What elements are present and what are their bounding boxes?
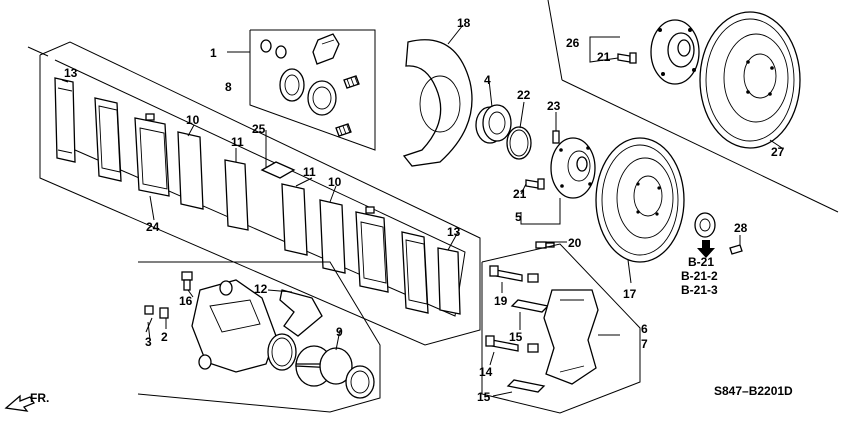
diagram-code: S847–B2201D: [714, 384, 793, 398]
pad-kit-box: [249, 29, 376, 151]
caliper-assembly: [137, 261, 381, 413]
callout-16: 16: [179, 294, 193, 308]
knuckle-parts: [402, 39, 560, 167]
callout-28: 28: [734, 221, 748, 235]
callouts: 1 2 3 4 5 6 7 8 9 10 10 11 11 12 13 13 1…: [64, 16, 785, 404]
callout-20: 20: [568, 236, 582, 250]
pad-set-frame: [39, 41, 481, 346]
callout-5: 5: [515, 210, 522, 224]
callout-7: 7: [641, 337, 648, 351]
callout-9: 9: [336, 325, 343, 339]
leader-lines: [27, 24, 783, 397]
rear-hub-inset: [547, 0, 839, 213]
callout-18: 18: [457, 16, 471, 30]
reference-list: B-21 B-21-2 B-21-3: [681, 255, 718, 297]
callout-3: 3: [145, 335, 152, 349]
direction-label: FR.: [30, 391, 49, 405]
caliper-bracket-box: [481, 243, 641, 414]
callout-4: 4: [484, 73, 491, 87]
callout-21-rear: 21: [597, 50, 611, 64]
callout-15-lower: 15: [477, 390, 491, 404]
front-direction-arrow: FR.: [4, 391, 49, 412]
callout-13-left: 13: [64, 66, 78, 80]
callout-2: 2: [161, 330, 168, 344]
callout-24: 24: [146, 220, 160, 234]
callout-19: 19: [494, 294, 508, 308]
callout-1: 1: [210, 46, 217, 60]
callout-23: 23: [547, 99, 561, 113]
callout-6: 6: [641, 322, 648, 336]
callout-11-left: 11: [231, 135, 244, 149]
callout-22: 22: [517, 88, 531, 102]
reference-b21-3[interactable]: B-21-3: [681, 283, 718, 297]
brake-pads: [54, 77, 461, 315]
reference-b21[interactable]: B-21: [688, 255, 714, 269]
callout-10-left: 10: [186, 113, 200, 127]
callout-25: 25: [252, 122, 266, 136]
callout-17: 17: [623, 287, 637, 301]
callout-27: 27: [771, 145, 785, 159]
reference-b21-2[interactable]: B-21-2: [681, 269, 718, 283]
callout-21-front: 21: [513, 187, 527, 201]
callout-12: 12: [254, 282, 268, 296]
callout-14: 14: [479, 365, 493, 379]
callout-13-right: 13: [447, 225, 461, 239]
callout-10-right: 10: [328, 175, 342, 189]
callout-15-upper: 15: [509, 330, 523, 344]
front-hub-rotor: [525, 137, 743, 263]
callout-26: 26: [566, 36, 580, 50]
callout-8: 8: [225, 80, 232, 94]
callout-11-right: 11: [303, 165, 316, 179]
